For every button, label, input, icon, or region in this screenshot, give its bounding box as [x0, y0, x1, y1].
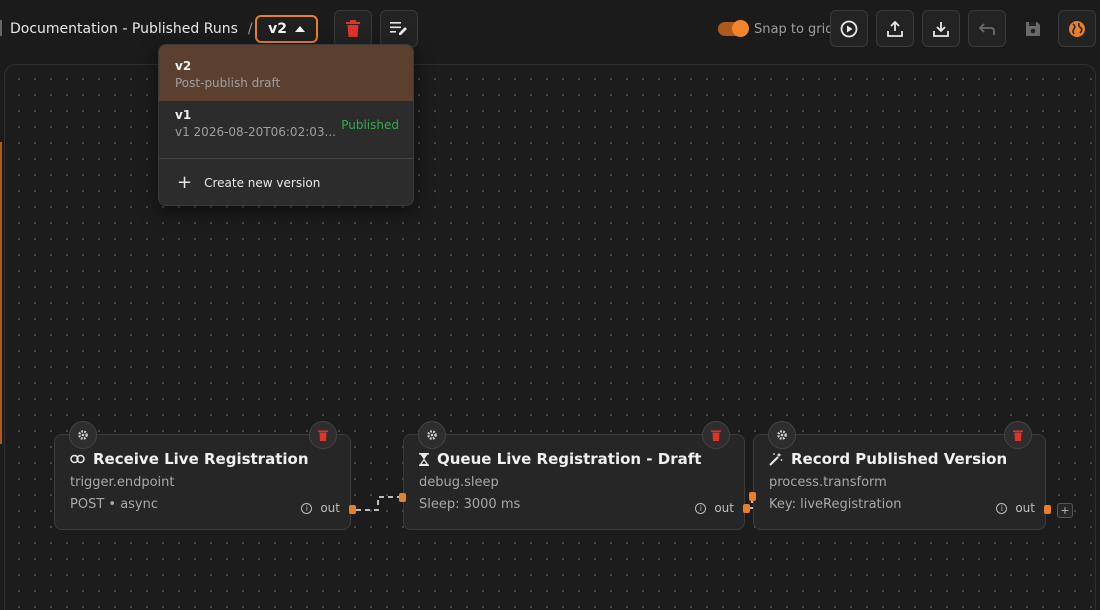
- sidebar-edge: [0, 20, 2, 36]
- node-delete-button[interactable]: [309, 421, 337, 449]
- hourglass-icon: [419, 452, 429, 466]
- node-settings-button[interactable]: [768, 421, 796, 449]
- version-option-v1[interactable]: v1 v1 2026-08-20T06:02:03... Published: [159, 101, 413, 158]
- output-port[interactable]: [1044, 505, 1051, 514]
- node-type: debug.sleep: [419, 475, 499, 490]
- output-port[interactable]: [349, 505, 356, 514]
- version-option-subtitle: v1 2026-08-20T06:02:03...: [175, 125, 336, 139]
- node-type: process.transform: [769, 475, 887, 490]
- undo-icon: [978, 22, 995, 35]
- node-settings-button[interactable]: [418, 421, 446, 449]
- node-type: trigger.endpoint: [70, 475, 175, 490]
- gear-icon: [427, 430, 437, 440]
- node-title: Record Published Version: [769, 450, 1007, 468]
- breadcrumb: Documentation - Published Runs /: [10, 20, 263, 38]
- node-title: Queue Live Registration - Draft: [419, 450, 701, 468]
- output-port-label: out: [320, 501, 340, 515]
- edit-notes-button[interactable]: [380, 10, 418, 47]
- node-settings-button[interactable]: [69, 421, 97, 449]
- menu-divider: [159, 158, 413, 159]
- node-detail: Sleep: 3000 ms: [419, 497, 521, 512]
- output-port-label: out: [714, 501, 734, 515]
- plus-icon: +: [177, 172, 193, 193]
- save-icon: [1026, 21, 1040, 36]
- snap-label: Snap to grid: [754, 21, 834, 37]
- publish-button[interactable]: [1058, 10, 1096, 47]
- published-badge: Published: [341, 118, 399, 132]
- node-output: i out: [996, 501, 1035, 515]
- add-node-button[interactable]: +: [1057, 503, 1073, 518]
- trash-icon: [346, 19, 360, 37]
- import-button[interactable]: [922, 10, 960, 47]
- version-dropdown-menu: v2 Post-publish draft v1 v1 2026-08-20T0…: [158, 44, 414, 206]
- breadcrumb-separator: /: [247, 21, 253, 37]
- caret-up-icon: [294, 26, 305, 32]
- upload-icon: [887, 20, 903, 37]
- version-select[interactable]: v2: [255, 15, 318, 43]
- node-title: Receive Live Registration: [70, 450, 309, 468]
- magic-wand-icon: [769, 452, 783, 466]
- node-title-text: Queue Live Registration - Draft: [437, 450, 702, 468]
- play-icon: [840, 20, 858, 37]
- export-button[interactable]: [876, 10, 914, 47]
- node-title-text: Record Published Version: [791, 450, 1008, 468]
- info-icon[interactable]: i: [996, 502, 1008, 514]
- trash-icon: [318, 430, 328, 441]
- version-option-v2[interactable]: v2 Post-publish draft: [159, 45, 413, 101]
- undo-button[interactable]: [968, 10, 1006, 47]
- list-edit-icon: [390, 21, 407, 35]
- output-port[interactable]: [743, 504, 750, 513]
- trash-icon: [1013, 430, 1023, 441]
- link-icon: [70, 454, 85, 464]
- node-record-published-version[interactable]: Record Published Version process.transfo…: [753, 421, 1046, 530]
- workflow-name[interactable]: Documentation - Published Runs: [10, 21, 238, 37]
- info-icon[interactable]: i: [695, 502, 707, 514]
- gear-icon: [78, 430, 88, 440]
- node-output: i out: [695, 501, 734, 515]
- node-delete-button[interactable]: [1004, 421, 1032, 449]
- download-icon: [933, 21, 949, 37]
- globe-icon: [1069, 20, 1085, 37]
- version-option-subtitle: Post-publish draft: [175, 76, 281, 90]
- delete-version-button[interactable]: [334, 10, 372, 47]
- version-option-title: v2: [175, 59, 192, 73]
- panel-edge: [0, 142, 2, 444]
- version-option-title: v1: [175, 108, 192, 122]
- node-queue-live-registration[interactable]: Queue Live Registration - Draft debug.sl…: [403, 421, 745, 530]
- output-port-label: out: [1015, 501, 1035, 515]
- input-port[interactable]: [399, 493, 406, 502]
- toggle-switch[interactable]: [718, 20, 749, 37]
- info-icon[interactable]: i: [301, 502, 313, 514]
- toggle-knob: [732, 20, 749, 37]
- snap-to-grid-toggle[interactable]: Snap to grid: [718, 20, 834, 38]
- create-new-version-button[interactable]: + Create new version: [159, 159, 413, 205]
- create-version-label: Create new version: [204, 176, 321, 190]
- save-button[interactable]: [1014, 10, 1052, 47]
- node-title-text: Receive Live Registration: [93, 450, 309, 468]
- node-receive-live-registration[interactable]: Receive Live Registration trigger.endpoi…: [54, 421, 351, 530]
- node-delete-button[interactable]: [702, 421, 730, 449]
- version-select-value: v2: [268, 21, 287, 37]
- input-port[interactable]: [749, 492, 756, 501]
- trash-icon: [711, 430, 721, 441]
- node-detail: Key: liveRegistration: [769, 497, 902, 512]
- node-output: i out: [301, 501, 340, 515]
- edge-1-2: [356, 496, 400, 511]
- gear-icon: [777, 430, 787, 440]
- run-button[interactable]: [830, 10, 868, 47]
- node-detail: POST • async: [70, 497, 159, 512]
